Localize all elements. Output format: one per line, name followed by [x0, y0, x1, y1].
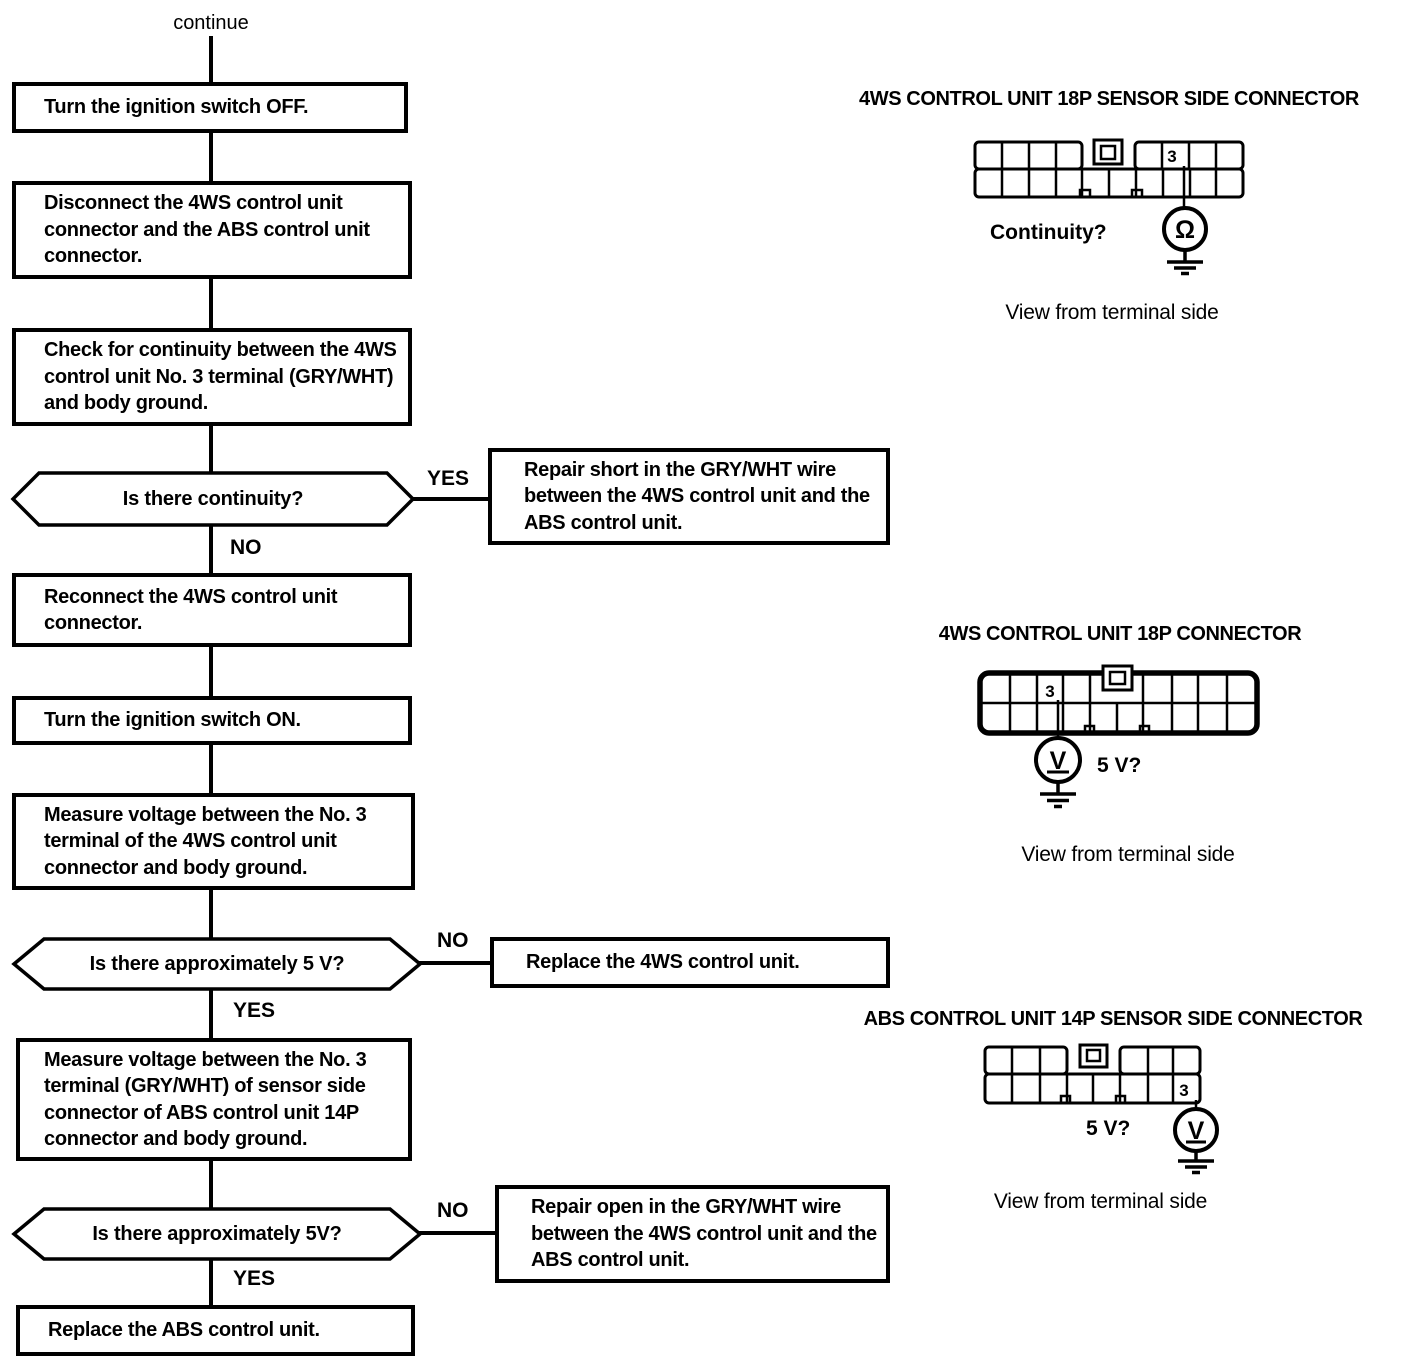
- continuity-question-label: Continuity?: [990, 221, 1107, 244]
- branch-no-label: NO: [437, 1199, 469, 1222]
- diagram-title-4ws-18p-sensor-side: 4WS CONTROL UNIT 18P SENSOR SIDE CONNECT…: [859, 88, 1359, 110]
- ground-icon: [1040, 782, 1076, 809]
- flow-connector-lines: [209, 36, 497, 1307]
- branch-no-label: NO: [230, 536, 262, 559]
- step-measure-voltage-4ws: Measure voltage between the No. 3 termin…: [12, 793, 415, 890]
- step-check-continuity: Check for continuity between the 4WS con…: [12, 328, 412, 426]
- step-text: Turn the ignition switch OFF.: [44, 96, 309, 119]
- decision-hexagon-continuity: [10, 471, 416, 527]
- step-replace-abs-unit: Replace the ABS control unit.: [16, 1305, 415, 1356]
- volt-symbol: V: [1050, 747, 1067, 775]
- branch-no-label: NO: [437, 929, 469, 952]
- action-repair-short: Repair short in the GRY/WHT wire between…: [488, 448, 890, 545]
- diagram-title-abs-14p-sensor-side: ABS CONTROL UNIT 14P SENSOR SIDE CONNECT…: [863, 1008, 1363, 1030]
- step-text: Turn the ignition switch ON.: [44, 709, 301, 732]
- view-caption: View from terminal side: [993, 1190, 1208, 1213]
- step-turn-ignition-on: Turn the ignition switch ON.: [12, 696, 412, 745]
- action-text: Repair open in the GRY/WHT wire between …: [531, 1196, 877, 1272]
- step-text: Replace the ABS control unit.: [48, 1319, 320, 1342]
- 5v-question-label: 5 V?: [1086, 1117, 1131, 1140]
- branch-yes-label: YES: [233, 1267, 276, 1290]
- pin-3-label: 3: [1167, 147, 1176, 166]
- action-text: Repair short in the GRY/WHT wire between…: [524, 458, 870, 534]
- connector-key-tab: [1078, 1043, 1109, 1069]
- decision-hexagon-5v-abs: [11, 1207, 423, 1261]
- question-text: Is there continuity?: [122, 487, 304, 510]
- step-measure-voltage-abs: Measure voltage between the No. 3 termin…: [16, 1038, 412, 1161]
- ground-icon: [1178, 1151, 1214, 1175]
- action-repair-open: Repair open in the GRY/WHT wire between …: [495, 1185, 890, 1283]
- step-reconnect-connector: Reconnect the 4WS control unit connector…: [12, 573, 412, 647]
- view-caption: View from terminal side: [1005, 301, 1219, 324]
- decision-continuity-question: Is there continuity?: [13, 473, 413, 525]
- connector-key-tab: [1101, 664, 1134, 692]
- step-text: Reconnect the 4WS control unit connector…: [44, 585, 338, 635]
- branch-yes-label: YES: [427, 467, 470, 490]
- step-disconnect-connectors: Disconnect the 4WS control unit connecto…: [12, 181, 412, 279]
- question-text: Is there approximately 5V?: [92, 1222, 342, 1245]
- question-text: Is there approximately 5 V?: [89, 952, 345, 975]
- connector-drawing-abs-14p-sensor-side: 3 V: [983, 1043, 1219, 1175]
- connector-key-tab: [1092, 138, 1124, 166]
- pin-3-label: 3: [1179, 1081, 1188, 1100]
- action-replace-4ws-unit: Replace the 4WS control unit.: [490, 937, 890, 988]
- connector-drawing-4ws-18p: 3 V: [977, 664, 1260, 809]
- continue-label: continue: [173, 12, 249, 34]
- ground-icon: [1167, 250, 1203, 276]
- decision-5v-abs-question: Is there approximately 5V?: [14, 1209, 420, 1259]
- step-text: Measure voltage between the No. 3 termin…: [44, 803, 367, 879]
- branch-yes-label: YES: [233, 999, 276, 1022]
- view-caption: View from terminal side: [1021, 843, 1235, 866]
- ohm-symbol: Ω: [1175, 216, 1195, 244]
- step-text: Measure voltage between the No. 3 termin…: [44, 1048, 367, 1151]
- 5v-question-label: 5 V?: [1097, 754, 1142, 777]
- pin-3-label: 3: [1045, 682, 1054, 701]
- connector-drawing-4ws-18p-sensor-side: 3 Ω: [973, 138, 1245, 276]
- step-turn-ignition-off: Turn the ignition switch OFF.: [12, 82, 408, 133]
- decision-5v-4ws-question: Is there approximately 5 V?: [14, 939, 420, 989]
- step-text: Check for continuity between the 4WS con…: [44, 339, 397, 415]
- step-text: Disconnect the 4WS control unit connecto…: [44, 192, 370, 268]
- diagram-title-4ws-18p: 4WS CONTROL UNIT 18P CONNECTOR: [938, 623, 1302, 645]
- decision-hexagon-5v-4ws: [11, 937, 423, 991]
- volt-symbol: V: [1188, 1117, 1205, 1145]
- action-text: Replace the 4WS control unit.: [526, 951, 800, 974]
